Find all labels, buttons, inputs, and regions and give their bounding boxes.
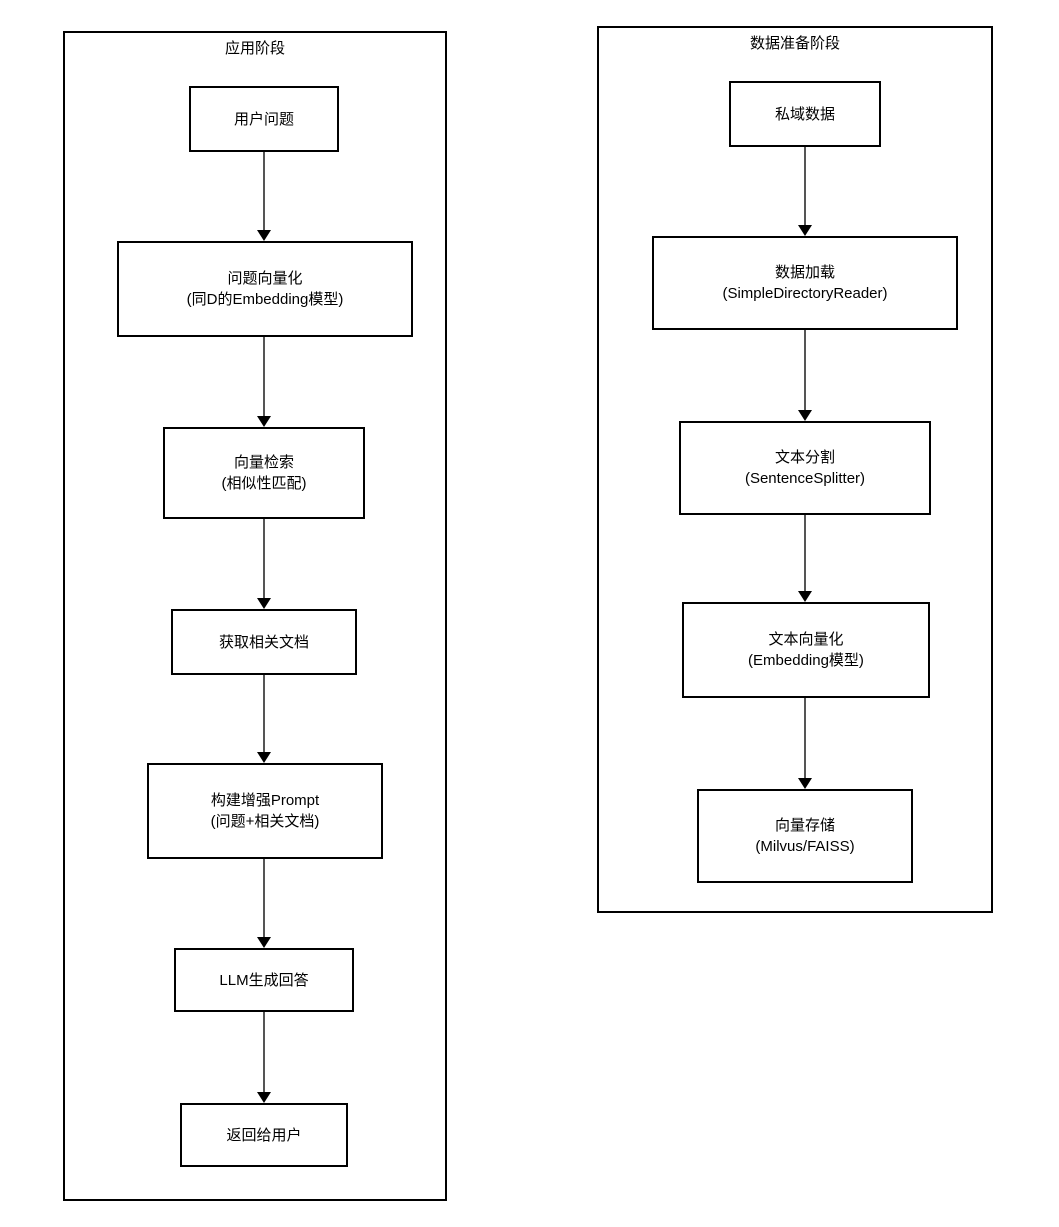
node-return-to-user[interactable]: 返回给用户: [180, 1103, 348, 1167]
node-label-secondary: (SentenceSplitter): [744, 470, 866, 487]
node-text-splitting[interactable]: 文本分割 (SentenceSplitter): [679, 421, 931, 515]
node-data-loading[interactable]: 数据加载 (SimpleDirectoryReader): [652, 236, 958, 330]
node-vector-retrieval[interactable]: 向量检索 (相似性匹配): [163, 427, 365, 519]
connector-text-embedding-to-vector-storage: [796, 698, 814, 789]
node-label-primary: 向量检索: [233, 454, 294, 471]
node-label-primary: 用户问题: [233, 110, 294, 128]
connector-question-embedding-to-vector-retrieval: [255, 337, 273, 427]
connector-private-data-to-data-loading: [796, 147, 814, 236]
node-vector-storage[interactable]: 向量存储 (Milvus/FAISS): [697, 789, 913, 883]
node-fetch-documents[interactable]: 获取相关文档: [171, 609, 357, 675]
connector-text-splitting-to-text-embedding: [796, 515, 814, 602]
lane-title-data-preparation-stage: 数据准备阶段: [749, 35, 840, 52]
node-label-secondary: (Embedding模型): [748, 652, 864, 669]
node-label-secondary: (Milvus/FAISS): [755, 838, 855, 855]
node-label-primary: LLM生成回答: [219, 971, 309, 989]
node-label-primary: 数据加载: [774, 264, 835, 281]
node-label-primary: 获取相关文档: [218, 633, 309, 651]
connector-data-loading-to-text-splitting: [796, 330, 814, 421]
node-llm-answer[interactable]: LLM生成回答: [174, 948, 354, 1012]
node-label-primary: 返回给用户: [226, 1126, 302, 1144]
node-label-primary: 问题向量化: [227, 270, 303, 287]
node-label-primary: 构建增强Prompt: [210, 792, 320, 809]
node-user-question[interactable]: 用户问题: [189, 86, 339, 152]
node-text-embedding[interactable]: 文本向量化 (Embedding模型): [682, 602, 930, 698]
connector-vector-retrieval-to-fetch-documents: [255, 519, 273, 609]
node-label-primary: 文本分割: [774, 449, 835, 466]
node-label-primary: 文本向量化: [768, 631, 844, 648]
node-label-primary: 私域数据: [774, 105, 835, 123]
node-private-data[interactable]: 私域数据: [729, 81, 881, 147]
node-question-embedding[interactable]: 问题向量化 (同D的Embedding模型): [117, 241, 413, 337]
node-label-secondary: (同D的Embedding模型): [186, 291, 344, 308]
node-label-secondary: (相似性匹配): [221, 475, 307, 492]
connector-build-prompt-to-llm-answer: [255, 859, 273, 948]
lane-title-application-stage: 应用阶段: [224, 40, 285, 57]
node-build-prompt[interactable]: 构建增强Prompt (问题+相关文档): [147, 763, 383, 859]
node-label-secondary: (问题+相关文档): [210, 813, 320, 830]
node-label-secondary: (SimpleDirectoryReader): [722, 285, 888, 302]
node-label-primary: 向量存储: [774, 817, 835, 834]
connector-user-question-to-question-embedding: [255, 152, 273, 241]
connector-llm-answer-to-return-to-user: [255, 1012, 273, 1103]
connector-fetch-documents-to-build-prompt: [255, 675, 273, 763]
